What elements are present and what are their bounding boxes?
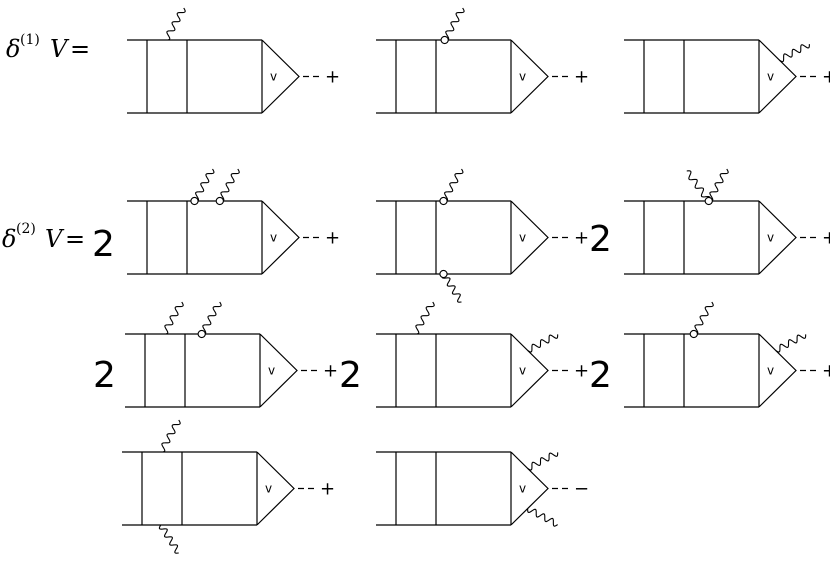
vertex-triangle [758, 200, 797, 275]
sign-symbol: + [325, 228, 340, 249]
photon-line [527, 508, 558, 527]
photon-line [160, 419, 181, 453]
vertex-label: v [268, 364, 275, 378]
vertex-triangle [510, 333, 549, 408]
coefficient-2: 2 [92, 224, 115, 265]
photon-line [163, 301, 184, 335]
photon-line [686, 170, 711, 202]
feynman-diagram-d6: v+ [624, 168, 830, 275]
photon-line [779, 44, 810, 63]
photon-line [441, 273, 462, 303]
variable-symbol: V [50, 35, 70, 63]
photon-line [527, 452, 559, 471]
delta-symbol: δ [6, 35, 20, 63]
photon-line [201, 301, 222, 335]
vertex-triangle [510, 200, 549, 275]
photon-line [708, 168, 729, 202]
coefficient-2: 2 [93, 355, 116, 396]
feynman-diagram-d1: v+ [127, 7, 340, 114]
insertion-vertex-dot [440, 35, 449, 45]
sign-symbol: − [574, 479, 589, 500]
photon-line [775, 334, 807, 353]
vertex-label: v [519, 70, 526, 84]
diagram-group: v+v+v+v+v+v+v+v+v+v+v− [122, 7, 830, 554]
sign-symbol: + [325, 67, 340, 88]
vertex-triangle [758, 333, 797, 408]
sign-symbol: + [822, 361, 830, 382]
feynman-diagram-d8: v+ [376, 301, 589, 408]
insertion-vertex-dot [704, 196, 713, 206]
insertion-vertex-dot [689, 329, 698, 339]
photon-line [443, 168, 464, 202]
vertex-label: v [270, 70, 277, 84]
vertex-label: v [519, 364, 526, 378]
feynman-diagram-d5: v+ [376, 168, 589, 303]
insertion-vertex-dot [439, 269, 448, 279]
equals-sign: = [65, 225, 85, 253]
variable-symbol: V [45, 225, 65, 253]
sign-symbol: + [574, 228, 589, 249]
coefficient-2: 2 [589, 219, 612, 260]
photon-line [693, 301, 714, 335]
sign-symbol: + [574, 67, 589, 88]
delta-symbol: δ [2, 225, 16, 253]
vertex-label: v [265, 482, 272, 496]
vertex-triangle [261, 39, 300, 114]
feynman-diagram-d11: v− [376, 451, 589, 527]
insertion-vertex-dot [215, 196, 224, 206]
feynman-diagram-d10: v+ [122, 419, 335, 554]
second-order-label: δ (2) V = 2 [2, 221, 115, 265]
photon-line [194, 168, 215, 202]
vertex-triangle [510, 451, 549, 526]
coefficient-2: 2 [339, 355, 362, 396]
feynman-diagram-d7: v+ [125, 301, 338, 408]
vertex-label: v [767, 364, 774, 378]
vertex-label: v [519, 231, 526, 245]
feynman-diagram-d3: v+ [624, 39, 830, 114]
photon-line [414, 301, 435, 335]
equals-sign: = [70, 35, 90, 63]
vertex-triangle [256, 451, 295, 526]
photon-line [444, 7, 465, 41]
insertion-vertex-dot [439, 196, 448, 206]
order-superscript: (2) [16, 221, 36, 237]
vertex-label: v [519, 482, 526, 496]
feynman-diagram-d9: v+ [624, 301, 830, 408]
photon-line [527, 334, 559, 353]
photon-line [219, 168, 240, 202]
photon-line [165, 7, 186, 41]
coefficient-2: 2 [589, 355, 612, 396]
vertex-triangle [510, 39, 549, 114]
order-superscript: (1) [20, 32, 40, 48]
feynman-diagram-d2: v+ [376, 7, 589, 114]
insertion-vertex-dot [190, 196, 199, 206]
sign-symbol: + [822, 228, 830, 249]
feynman-diagram-d4: v+ [127, 168, 340, 275]
sign-symbol: + [822, 67, 830, 88]
vertex-triangle [758, 39, 797, 114]
sign-symbol: + [320, 479, 335, 500]
vertex-label: v [270, 231, 277, 245]
insertion-vertex-dot [197, 329, 206, 339]
sign-symbol: + [574, 361, 589, 382]
first-order-label: δ (1) V = [6, 32, 90, 63]
vertex-label: v [767, 231, 774, 245]
sign-symbol: + [323, 361, 338, 382]
vertex-label: v [767, 70, 774, 84]
photon-line [158, 524, 179, 554]
vertex-triangle [259, 333, 298, 408]
vertex-triangle [261, 200, 300, 275]
